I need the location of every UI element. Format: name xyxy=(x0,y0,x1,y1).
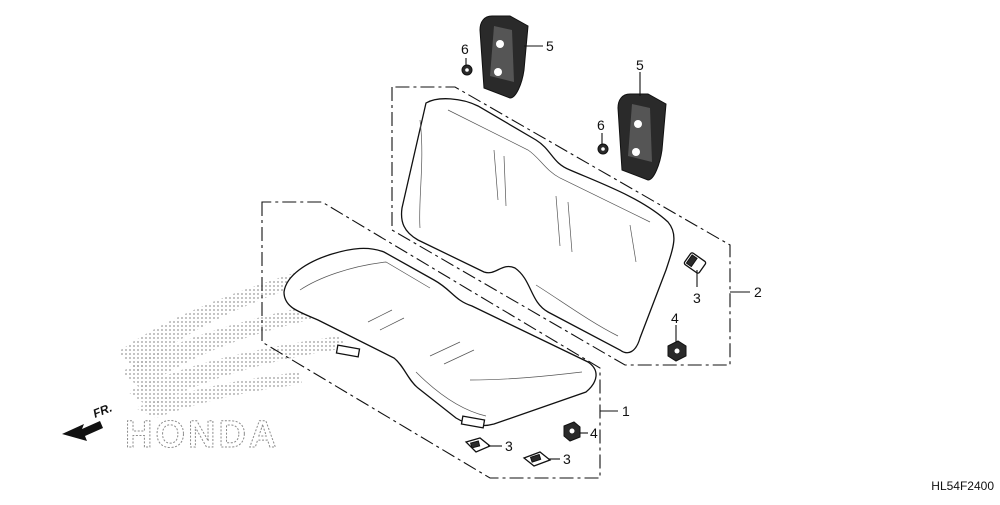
grommet-lower xyxy=(563,421,581,442)
callout-grommet-lower: 4 xyxy=(590,425,598,441)
nut-right xyxy=(597,143,609,155)
grommet-back xyxy=(667,340,687,362)
headrest-left xyxy=(479,15,529,99)
callout-grommet-back: 4 xyxy=(671,310,679,326)
honda-watermark-text: HONDA xyxy=(125,414,279,456)
callout-clip-lower-left: 3 xyxy=(505,438,513,454)
seat-back xyxy=(400,98,675,354)
front-direction-arrow: FR. xyxy=(62,401,114,441)
callout-nut-right: 6 xyxy=(597,117,605,133)
diagram-code: HL54F2400 xyxy=(931,479,994,493)
callout-clip-lower-right: 3 xyxy=(563,451,571,467)
callout-seat-back: 2 xyxy=(754,284,762,300)
seat-back-group-outline xyxy=(391,86,731,366)
clip-lower-right xyxy=(522,451,552,467)
callout-clip-back: 3 xyxy=(693,290,701,306)
callout-headrest-left: 5 xyxy=(546,38,554,54)
clip-back xyxy=(683,252,707,274)
nut-left xyxy=(461,64,473,76)
leader-lines xyxy=(465,45,750,460)
headrest-right xyxy=(617,93,667,181)
callout-seat-cushion: 1 xyxy=(622,403,630,419)
seat-cushion xyxy=(283,247,597,429)
clip-lower-left xyxy=(464,437,492,453)
front-direction-label: FR. xyxy=(91,401,114,421)
callout-headrest-right: 5 xyxy=(636,57,644,73)
callout-nut-left: 6 xyxy=(461,41,469,57)
